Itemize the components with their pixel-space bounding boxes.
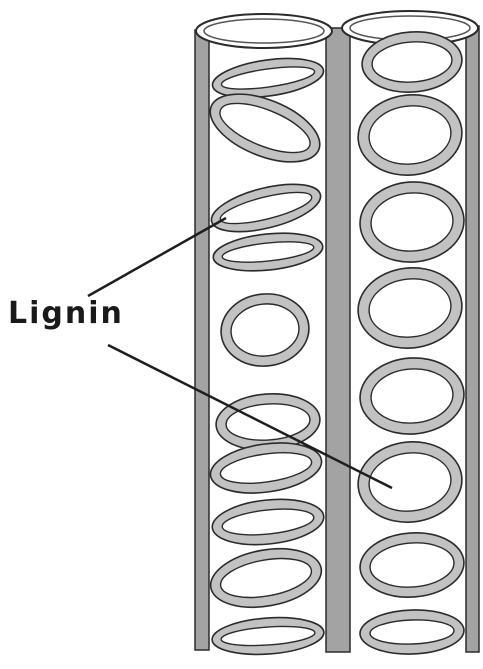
spiral-ring — [354, 263, 466, 353]
spiral-ring — [357, 354, 466, 437]
spiral-ring — [354, 437, 466, 527]
annular-ring — [211, 614, 325, 658]
spiral-ring — [359, 608, 464, 656]
left-vessel-annular-rings — [201, 52, 330, 657]
center-shared-wall — [326, 28, 350, 652]
spiral-ring — [357, 178, 466, 265]
spiral-ring — [354, 90, 466, 180]
annular-ring — [210, 494, 326, 549]
left-vessel-outer-wall — [195, 30, 209, 650]
annular-ring — [211, 228, 324, 275]
spiral-ring — [358, 529, 466, 600]
lignin-label: Lignin — [8, 296, 124, 331]
right-vessel-spiral-rings — [354, 29, 467, 656]
annular-ring — [207, 175, 325, 241]
annular-ring — [217, 290, 312, 371]
annular-ring — [206, 541, 326, 616]
right-vessel-outer-wall — [466, 26, 479, 652]
